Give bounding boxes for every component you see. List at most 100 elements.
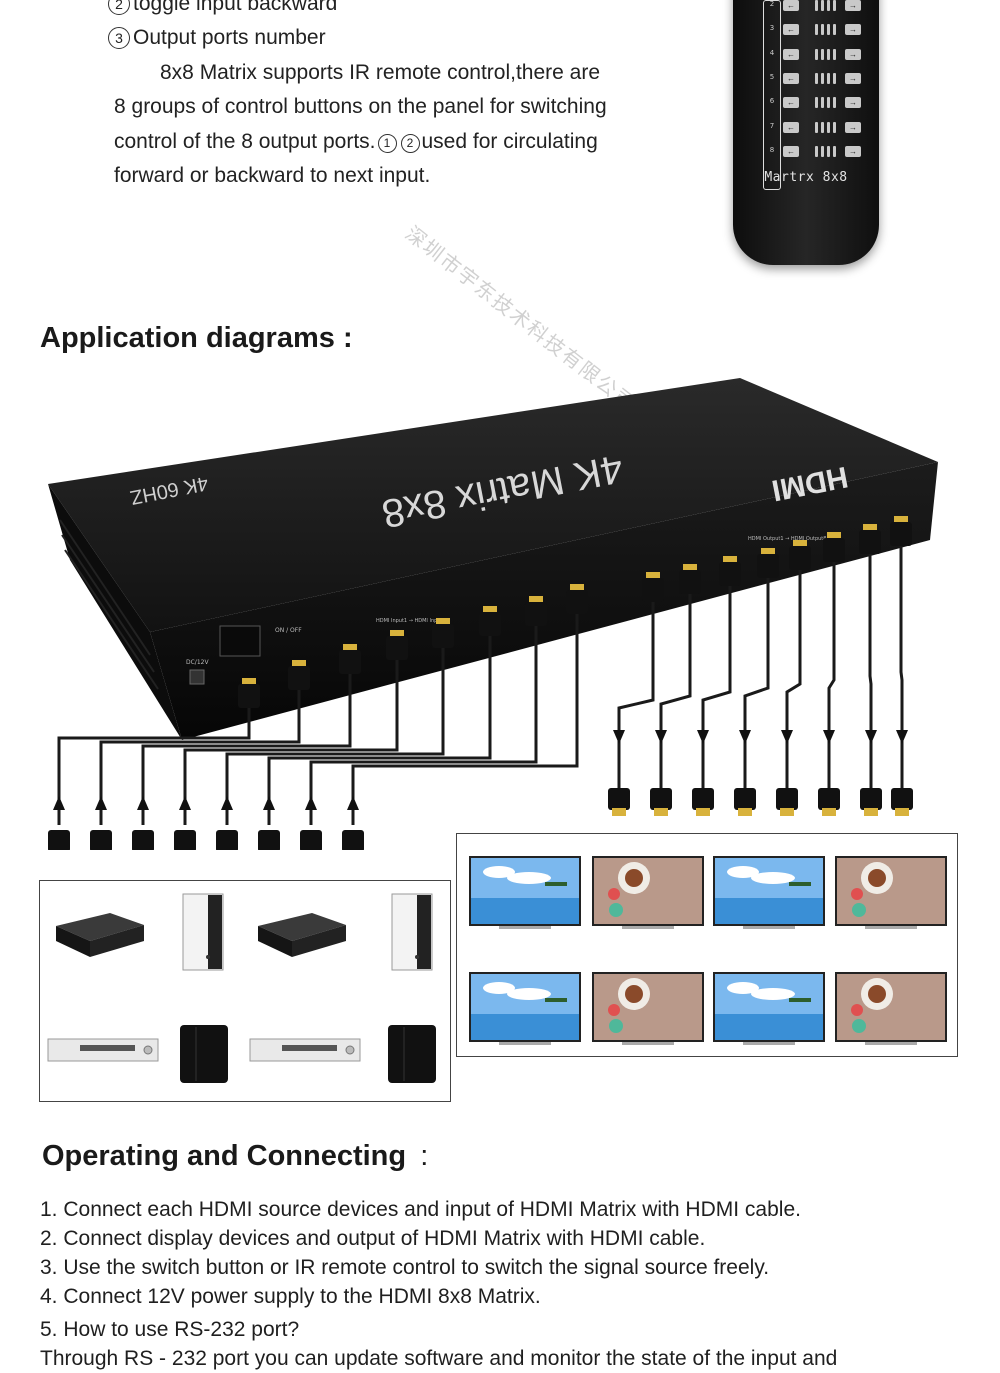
remote-button-row: 3←→ xyxy=(733,24,879,38)
operating-step: Through RS - 232 port you can update sof… xyxy=(40,1347,838,1370)
tv-display-icon xyxy=(713,856,825,929)
device-top xyxy=(48,378,938,632)
remote-key-bar xyxy=(827,121,830,133)
hdmi-input-plug xyxy=(432,618,454,648)
hdmi-display-plug xyxy=(650,788,672,816)
hdmi-input-plug xyxy=(238,678,260,708)
remote-left-arrow-button: ← xyxy=(783,121,799,133)
remote-key-bar xyxy=(827,72,830,84)
remote-key-bar xyxy=(827,24,830,36)
hdmi-cable-input xyxy=(141,674,352,825)
remote-right-arrow-button: → xyxy=(845,72,861,84)
tv-display-icon xyxy=(835,972,947,1045)
remote-key-bar xyxy=(821,24,824,36)
remote-key-bar xyxy=(821,121,824,133)
arrow-up-icon xyxy=(305,796,317,810)
tv-display-icon xyxy=(469,856,581,929)
hdmi-display-plug xyxy=(608,788,630,816)
operating-connecting-heading: Operating and Connecting : xyxy=(42,1140,429,1172)
hdmi-output-plug xyxy=(890,516,912,546)
remote-button-row: 2←→ xyxy=(733,0,879,14)
arrow-down-icon xyxy=(739,730,751,744)
hdmi-input-plug xyxy=(479,606,501,636)
remote-row-number: 4 xyxy=(769,48,775,57)
hdmi-cable-input xyxy=(309,626,538,825)
remote-button-row: 4←→ xyxy=(733,48,879,63)
remote-number-frame xyxy=(763,0,781,190)
remote-key-bar xyxy=(827,145,830,157)
hdmi-cables xyxy=(48,516,913,850)
hdmi-output-plug xyxy=(719,556,741,586)
intro-paragraph-line: 8 groups of control buttons on the panel… xyxy=(114,95,607,118)
remote-key-bar xyxy=(821,72,824,84)
operating-step: 5. How to use RS-232 port? xyxy=(40,1318,300,1341)
hdmi-output-plug xyxy=(823,532,845,562)
game-console-icon xyxy=(180,1025,228,1083)
operating-step: 2. Connect display devices and output of… xyxy=(40,1227,706,1250)
remote-row-number: 3 xyxy=(769,24,775,33)
arrow-up-icon xyxy=(347,796,359,810)
remote-left-arrow-button: ← xyxy=(783,145,799,157)
arrow-down-icon xyxy=(697,730,709,744)
remote-row-number: 6 xyxy=(769,97,775,106)
intro-paragraph-line: 8x8 Matrix supports IR remote control,th… xyxy=(160,61,601,84)
remote-key-bar xyxy=(821,97,824,109)
remote-right-arrow-button: → xyxy=(845,24,861,36)
remote-key-bar xyxy=(821,0,824,11)
set-top-box-icon xyxy=(56,913,144,957)
hdmi-cable-output xyxy=(659,594,692,790)
remote-key-bar xyxy=(833,97,836,109)
remote-key-bar xyxy=(821,48,824,60)
hdmi-output-plug xyxy=(789,540,811,570)
circled-number: 1 xyxy=(377,134,397,153)
hdmi-source-plug xyxy=(300,830,322,850)
hdmi-source-plug xyxy=(132,830,154,850)
remote-right-arrow-button: → xyxy=(845,0,861,11)
arrow-down-icon xyxy=(655,730,667,744)
hdmi-source-plug xyxy=(342,830,364,850)
remote-key-bar xyxy=(833,48,836,60)
hdmi-output-plug xyxy=(859,524,881,554)
arrow-down-icon xyxy=(613,730,625,744)
hdmi-source-plug xyxy=(174,830,196,850)
arrow-down-icon xyxy=(781,730,793,744)
remote-key-bar xyxy=(815,145,818,157)
remote-row-number: 2 xyxy=(769,0,775,8)
remote-key-bar xyxy=(815,0,818,11)
hdmi-display-plug xyxy=(891,788,913,816)
remote-key-bar xyxy=(833,72,836,84)
switch-label: ON / OFF xyxy=(275,627,302,634)
remote-key-bar xyxy=(815,24,818,36)
remote-row-number: 8 xyxy=(769,145,775,154)
tv-display-icon xyxy=(592,856,704,929)
arrow-down-icon xyxy=(896,730,908,744)
input-ports-label: HDMI Input1 → HDMI Input8 xyxy=(376,618,446,624)
game-console-icon xyxy=(388,1025,436,1083)
arrow-down-icon xyxy=(823,730,835,744)
remote-key-bar xyxy=(821,145,824,157)
hdmi-input-plug xyxy=(288,660,310,690)
arrow-up-icon xyxy=(263,796,275,810)
ir-remote-image: 2←→3←→4←→5←→6←→7←→8←→ Martrx 8x8 xyxy=(733,0,879,265)
remote-row-number: 7 xyxy=(769,121,775,130)
source-devices-panel xyxy=(39,880,451,1102)
hdmi-display-plug xyxy=(860,788,882,816)
remote-key-bar xyxy=(833,145,836,157)
arrow-up-icon xyxy=(53,796,65,810)
power-label: DC/12V xyxy=(186,659,209,666)
arrow-up-icon xyxy=(137,796,149,810)
remote-right-arrow-button: → xyxy=(845,145,861,157)
arrow-up-icon xyxy=(179,796,191,810)
hdmi-source-plug xyxy=(48,830,70,850)
remote-button-row: 6←→ xyxy=(733,97,879,111)
circled-number: 2 xyxy=(400,134,420,153)
remote-button-row: 7←→ xyxy=(733,121,879,136)
hdmi-source-plug xyxy=(258,830,280,850)
hdmi-cable-output xyxy=(701,586,732,790)
hdmi-cable-input xyxy=(267,636,492,825)
hdmi-cable-input xyxy=(57,708,251,825)
dvd-player-icon xyxy=(249,1038,361,1062)
